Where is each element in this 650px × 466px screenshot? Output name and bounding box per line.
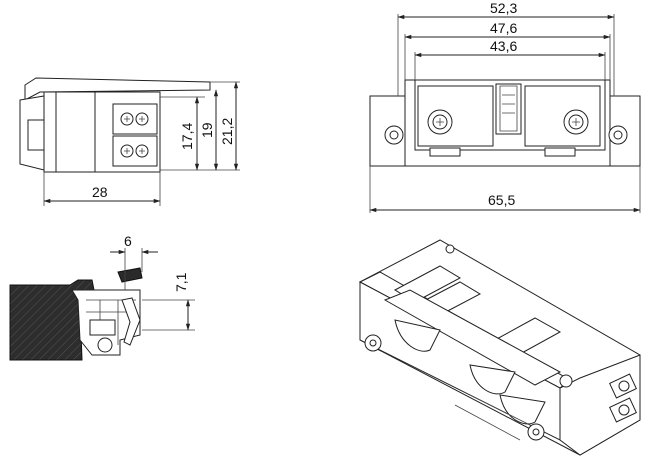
dim-side-height-1: 17,4 (179, 123, 195, 150)
dim-mount-height: 7,1 (173, 272, 189, 292)
isometric-view (358, 239, 641, 456)
section-view (9, 248, 195, 361)
dim-top-width-1: 52,3 (490, 0, 517, 16)
top-view (369, 14, 641, 213)
dim-top-width-3: 43,6 (490, 38, 517, 54)
dim-top-width-2: 47,6 (490, 20, 517, 36)
dim-total-width: 65,5 (488, 192, 515, 208)
dim-side-height-3: 21,2 (219, 118, 235, 145)
dim-side-width: 28 (92, 184, 108, 200)
dim-side-height-2: 19 (199, 122, 215, 138)
dim-mount-width: 6 (124, 233, 132, 249)
side-view (19, 77, 240, 206)
